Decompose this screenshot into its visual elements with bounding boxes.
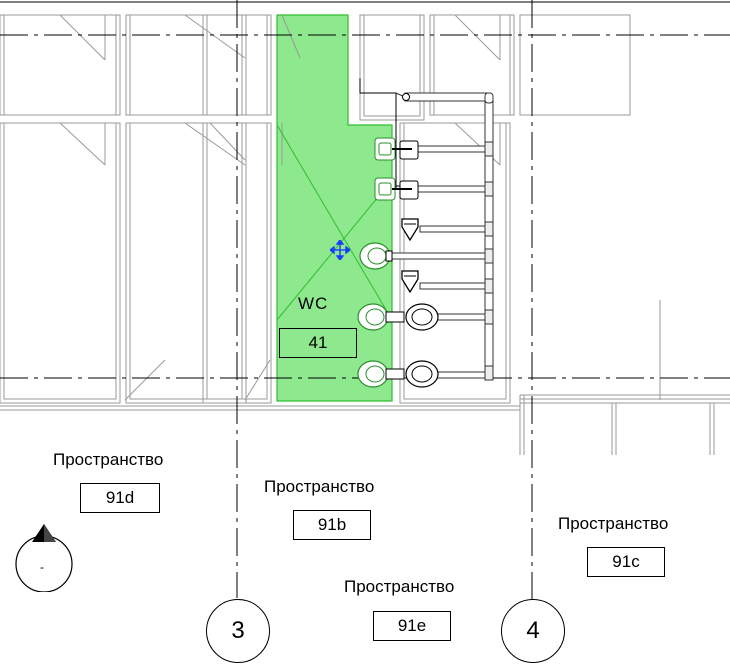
north-arrow-label: - <box>40 560 44 574</box>
space-name-91c[interactable]: Пространство <box>558 514 669 533</box>
room-number-tag[interactable]: 41 <box>279 328 357 358</box>
fixture-row-7 <box>357 360 494 388</box>
fixture-row-6 <box>357 303 494 331</box>
space-name-91d[interactable]: Пространство <box>53 450 164 469</box>
space-name-91b[interactable]: Пространство <box>264 477 375 496</box>
room-wc-highlight[interactable] <box>276 14 393 402</box>
grid-bubble-4[interactable]: 4 <box>501 599 565 663</box>
space-number-91d[interactable]: 91d <box>80 483 160 513</box>
fixture-row-1 <box>374 137 494 161</box>
space-name-91e[interactable]: Пространство <box>344 577 455 596</box>
move-crosshair-icon[interactable] <box>330 240 350 260</box>
space-number-91b[interactable]: 91b <box>293 510 371 540</box>
fixture-row-4 <box>359 242 494 270</box>
space-number-91c[interactable]: 91c <box>587 547 665 577</box>
fixture-row-5 <box>401 270 494 294</box>
north-arrow-icon <box>15 524 73 592</box>
space-number-91e[interactable]: 91e <box>373 611 451 641</box>
fixture-row-2 <box>374 177 494 201</box>
grid-bubble-3[interactable]: 3 <box>206 599 270 663</box>
fixture-row-3 <box>401 218 494 242</box>
room-name-label[interactable]: WC <box>298 294 329 313</box>
